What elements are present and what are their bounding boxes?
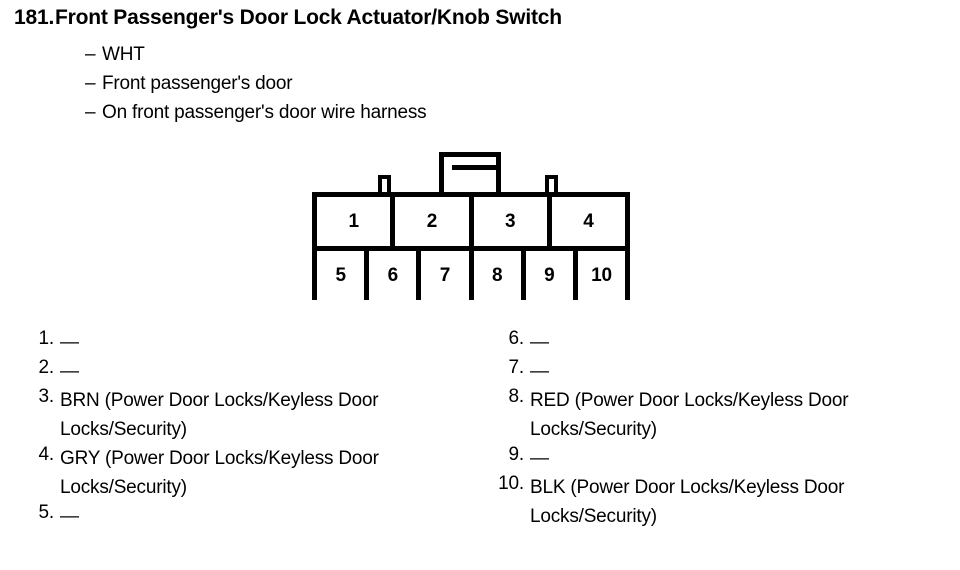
connector-pin-cell: 9 — [525, 251, 578, 300]
heading-subline: –WHT — [85, 44, 145, 66]
connector-pin-cell: 4 — [551, 197, 625, 246]
connector-pin-cell: 2 — [395, 197, 474, 246]
pin-number: 10. — [498, 473, 524, 494]
pin-list-item: 1. — — [22, 328, 482, 357]
connector-pin-cell: 10 — [577, 251, 626, 300]
pin-number: 5. — [38, 502, 55, 523]
connector-pin-cell: 5 — [317, 251, 370, 300]
pin-description: — — [530, 332, 549, 353]
connector-pin-cell: 8 — [473, 251, 526, 300]
connector-body: 1 2 3 4 5 6 7 8 9 10 — [312, 192, 630, 300]
pin-list-item: 3. BRN (Power Door Locks/Keyless Door Lo… — [22, 386, 482, 444]
latch-slot — [452, 165, 498, 170]
pin-description: RED (Power Door Locks/Keyless Door Locks… — [530, 390, 849, 440]
heading-subline-text: Front passenger's door — [102, 73, 293, 94]
heading-subline: –Front passenger's door — [85, 73, 293, 95]
pin-list-item: 6. — — [492, 328, 952, 357]
pin-description: GRY (Power Door Locks/Keyless Door Locks… — [60, 448, 379, 498]
connector-latch-tab — [439, 152, 501, 194]
en-dash-icon: – — [85, 73, 96, 94]
pin-list-item: 10. BLK (Power Door Locks/Keyless Door L… — [492, 473, 952, 531]
pin-number: 3. — [38, 386, 55, 407]
connector-pin-cell: 7 — [421, 251, 474, 300]
pin-description: — — [530, 361, 549, 382]
pin-list-item: 2. — — [22, 357, 482, 386]
pin-list-item: 9. — — [492, 444, 952, 473]
pin-description: BRN (Power Door Locks/Keyless Door Locks… — [60, 390, 379, 440]
pin-number: 7. — [508, 357, 525, 378]
pin-list-item: 5. — — [22, 502, 482, 531]
heading-subline-text: WHT — [102, 44, 145, 65]
pin-description: — — [60, 361, 79, 382]
pin-description: — — [60, 332, 79, 353]
connector-pin-row-top: 1 2 3 4 — [317, 197, 625, 251]
connector-pin-cell: 3 — [473, 197, 552, 246]
pin-list-right: 6. — 7. — 8. RED (Power Door Locks/Keyle… — [492, 328, 952, 531]
connector-pin-cell: 6 — [369, 251, 422, 300]
title-text: Front Passenger's Door Lock Actuator/Kno… — [55, 6, 562, 29]
heading-subline-text: On front passenger's door wire harness — [102, 102, 427, 123]
title-item-number: 181. — [14, 6, 55, 29]
pin-description: BLK (Power Door Locks/Keyless Door Locks… — [530, 477, 845, 527]
pin-number: 8. — [508, 386, 525, 407]
connector-side-tab-right — [545, 175, 558, 197]
connector-diagram: 1 2 3 4 5 6 7 8 9 10 — [312, 152, 630, 300]
heading-subline: –On front passenger's door wire harness — [85, 102, 427, 124]
en-dash-icon: – — [85, 102, 96, 123]
pin-number: 2. — [38, 357, 55, 378]
en-dash-icon: – — [85, 44, 96, 65]
connector-side-tab-left — [378, 175, 391, 197]
pin-list-item: 4. GRY (Power Door Locks/Keyless Door Lo… — [22, 444, 482, 502]
pin-number: 9. — [508, 444, 525, 465]
page-title: 181.Front Passenger's Door Lock Actuator… — [14, 6, 562, 30]
pin-list-left: 1. — 2. — 3. BRN (Power Door Locks/Keyle… — [22, 328, 482, 531]
pin-number: 4. — [38, 444, 55, 465]
pin-description: — — [60, 506, 79, 527]
connector-pin-cell: 1 — [317, 197, 396, 246]
pin-description: — — [530, 448, 549, 469]
pin-number: 1. — [38, 328, 55, 349]
pin-number: 6. — [508, 328, 525, 349]
pin-list-item: 7. — — [492, 357, 952, 386]
connector-pin-row-bottom: 5 6 7 8 9 10 — [317, 251, 626, 300]
pin-list-item: 8. RED (Power Door Locks/Keyless Door Lo… — [492, 386, 952, 444]
